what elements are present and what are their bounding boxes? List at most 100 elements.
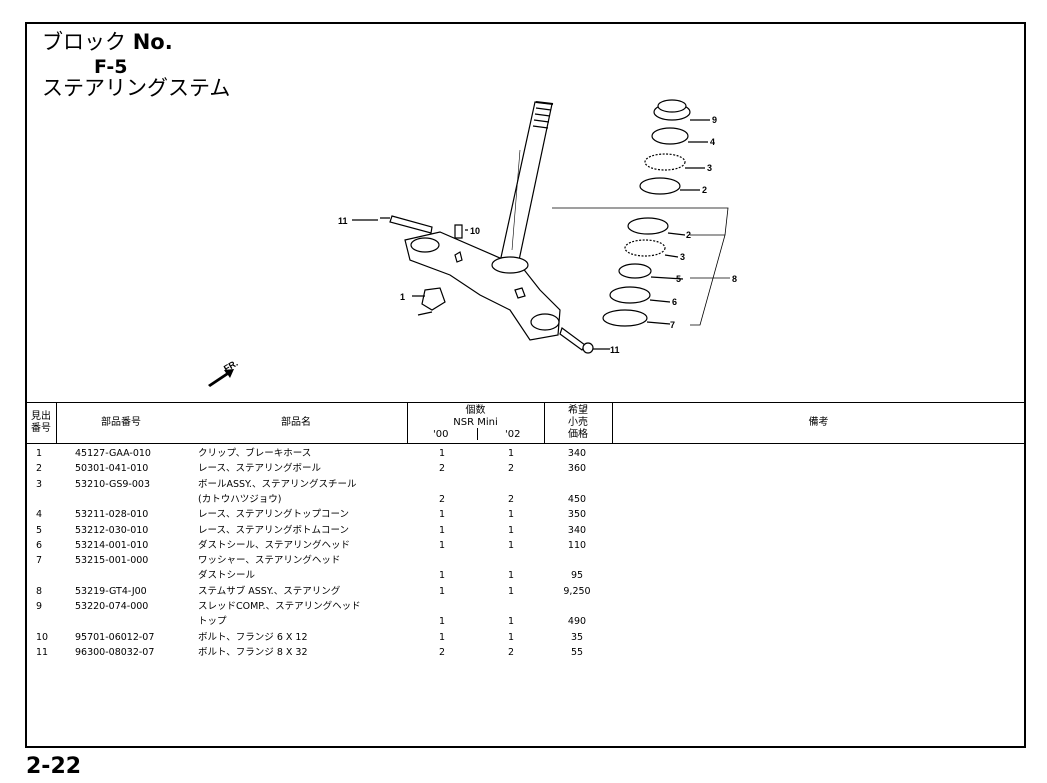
callout-11-upper: 11	[338, 216, 348, 226]
page-number: 2-22	[26, 754, 82, 779]
qty-00-cell: 1	[438, 616, 446, 628]
qty-02-cell: 2	[507, 463, 515, 475]
ref-no-cell: 8	[36, 585, 43, 597]
block-label: ブロック No.	[42, 30, 173, 54]
part-no-cell: 53220-074-000	[75, 601, 149, 612]
qty-02-cell: 1	[507, 448, 515, 459]
part-no-cell: 50301-041-010	[75, 463, 149, 475]
part-no-cell: 53219-GT4-J00	[75, 585, 147, 597]
price-cell: 9,250	[563, 585, 591, 597]
price-cell: 95	[570, 570, 584, 582]
col-part-no: 部品番号	[101, 417, 141, 428]
part-no-cell: 53210-GS9-003	[75, 478, 150, 490]
part-no-cell: 53214-001-010	[75, 539, 149, 551]
part-no-cell: 53211-028-010	[75, 509, 149, 521]
qty-02-cell: 1	[507, 524, 515, 536]
col-qty: 個数 NSR Mini '00 '02	[433, 405, 521, 440]
qty-02-cell: 2	[507, 646, 515, 658]
col-price: 希望小売価格	[568, 405, 588, 440]
price-cell: 340	[567, 448, 587, 459]
qty-00-cell: 1	[438, 539, 446, 551]
callout-5: 5	[676, 274, 681, 284]
col-remarks: 備考	[808, 417, 829, 428]
part-name-cell: トップ	[198, 616, 227, 628]
price-cell: 490	[567, 616, 587, 628]
part-name-cell: (カトウハツジョウ)	[198, 493, 282, 505]
part-name-cell: レース、ステアリングボール	[198, 463, 322, 475]
part-no-cell: 95701-06012-07	[75, 631, 155, 643]
part-name-cell: ボールASSY.、ステアリングスチール	[198, 478, 357, 490]
qty-02-cell: 2	[507, 493, 515, 505]
callout-11-lower: 11	[610, 345, 620, 355]
ref-no-cell: 6	[36, 539, 43, 551]
section-title: ステアリングステム	[42, 76, 231, 100]
callout-1: 1	[400, 292, 405, 302]
table-row: ダストシール 1 1 95	[26, 568, 1025, 583]
price-cell: 340	[567, 524, 587, 536]
page-frame	[25, 22, 1026, 748]
part-name-cell: レース、ステアリングボトムコーン	[198, 524, 350, 536]
qty-02-cell: 1	[507, 570, 515, 582]
qty-00-cell: 1	[438, 509, 446, 521]
parts-table-header: 見出番号 部品番号 部品名 個数 NSR Mini '00 '02 希望小売価格…	[26, 402, 1025, 444]
block-code: F-5	[94, 56, 128, 78]
qty-00-cell: 1	[438, 524, 446, 536]
part-name-cell: ワッシャー、ステアリングヘッド	[198, 555, 341, 567]
callout-4: 4	[710, 137, 715, 147]
callout-7: 7	[670, 320, 675, 330]
price-cell: 110	[567, 539, 587, 551]
table-row: 3 53210-GS9-003 ボールASSY.、ステアリングスチール	[26, 477, 1025, 492]
qty-00-cell: 2	[438, 646, 446, 658]
table-row: 5 53212-030-010 レース、ステアリングボトムコーン 1 1 340	[26, 523, 1025, 538]
qty-00-cell: 2	[438, 493, 446, 505]
part-name-cell: ダストシール	[198, 570, 256, 582]
exploded-parts-diagram: 9 4 3 2 2 3 5 8 6 7 11 11 10 1 FR.	[208, 99, 737, 387]
table-row: 6 53214-001-010 ダストシール、ステアリングヘッド 1 1 110	[26, 538, 1025, 553]
ref-no-cell: 11	[36, 646, 49, 658]
part-name-cell: ボルト、フランジ 6 X 12	[198, 631, 308, 643]
qty-02-cell: 1	[507, 509, 515, 521]
ref-no-cell: 1	[36, 448, 43, 459]
qty-02-cell: 1	[507, 539, 515, 551]
callout-9: 9	[712, 115, 717, 125]
table-row: 11 96300-08032-07 ボルト、フランジ 8 X 32 2 2 55	[26, 645, 1025, 660]
front-label: FR.	[222, 358, 240, 374]
table-row: トップ 1 1 490	[26, 614, 1025, 629]
part-no-cell: 45127-GAA-010	[75, 448, 151, 459]
callout-2: 2	[702, 185, 707, 195]
qty-02-cell: 1	[507, 631, 515, 643]
part-name-cell: スレッドCOMP.、ステアリングヘッド	[198, 601, 361, 612]
callout-3: 3	[707, 163, 712, 173]
callout-2-lower: 2	[686, 230, 691, 240]
qty-02-cell: 1	[507, 616, 515, 628]
price-cell: 35	[570, 631, 584, 643]
part-no-cell: 53215-001-000	[75, 555, 149, 567]
callout-8: 8	[732, 274, 737, 284]
price-cell: 55	[570, 646, 584, 658]
callout-10: 10	[470, 226, 480, 236]
part-no-cell: 96300-08032-07	[75, 646, 155, 658]
part-name-cell: クリップ、ブレーキホース	[198, 448, 312, 459]
table-row: (カトウハツジョウ) 2 2 450	[26, 492, 1025, 507]
ref-no-cell: 10	[36, 631, 49, 643]
ref-no-cell: 3	[36, 478, 43, 490]
ref-no-cell: 5	[36, 524, 43, 536]
col-part-name: 部品名	[281, 417, 311, 428]
part-name-cell: ボルト、フランジ 8 X 32	[198, 646, 308, 658]
front-arrow-icon: FR.	[208, 358, 240, 387]
part-name-cell: ダストシール、ステアリングヘッド	[198, 539, 351, 551]
qty-00-cell: 2	[438, 463, 446, 475]
callout-3-lower: 3	[680, 252, 685, 262]
qty-00-cell: 1	[438, 570, 446, 582]
ref-no-cell: 4	[36, 509, 43, 521]
ref-no-cell: 2	[36, 463, 43, 475]
part-no-cell: 53212-030-010	[75, 524, 149, 536]
price-cell: 450	[567, 493, 587, 505]
